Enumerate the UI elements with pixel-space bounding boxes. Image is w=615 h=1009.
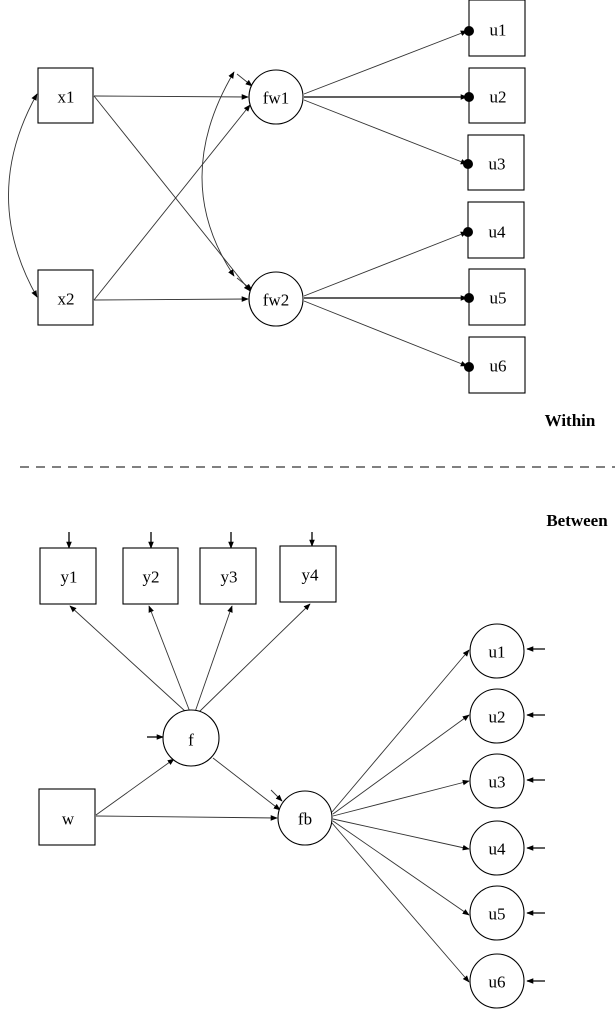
path-f-y3 [194,605,233,713]
node-label: u5 [490,289,507,308]
random-intercept-dot [463,227,473,237]
residual-fw2 [236,277,253,291]
node-between-u1: u1 [469,623,525,679]
node-label: fb [298,810,312,829]
path-x1-fw1 [93,94,249,100]
path-fb-u4 [332,818,470,851]
path-fb-u1 [331,649,470,813]
node-within-u2: u2 [464,67,526,124]
node-label: u3 [489,155,506,174]
node-within-u4: u4 [463,201,525,259]
within-label: Within [545,411,596,430]
node-label: u2 [490,88,507,107]
covariance-fw1-fw2 [201,71,235,277]
node-label: w [62,810,75,829]
path-fw2-u6 [303,300,468,367]
node-w: w [38,788,96,846]
node-within-u6: u6 [464,336,526,394]
node-label: y4 [302,566,320,585]
node-label: x2 [58,290,75,309]
path-w-f [95,758,175,816]
covariance-x1-x2 [8,93,38,298]
within-section: x1 x2 fw1 fw2 u1 u2 u3 [8,0,596,430]
path-fw1-u3 [303,99,468,165]
node-label: u2 [489,708,506,727]
node-fb: fb [277,790,333,846]
path-x2-fw2 [93,296,249,302]
path-x2-fw1 [93,104,251,301]
node-fw1: fw1 [248,69,304,125]
random-intercept-dot [464,362,474,372]
node-between-u3: u3 [469,753,525,809]
node-label: u3 [489,773,506,792]
path-fb-u5 [332,820,470,916]
path-f-y1 [69,605,187,713]
path-w-fb [95,815,278,821]
path-fb-u6 [331,822,470,983]
node-x2: x2 [37,269,94,326]
path-f-y2 [148,605,191,713]
node-between-u2: u2 [469,688,525,744]
node-label: u1 [490,21,507,40]
node-y1: y1 [39,547,97,605]
path-fb-u2 [332,714,470,815]
random-intercept-dot [463,159,473,169]
path-fw2-u4 [303,231,468,297]
node-label: y2 [143,568,160,587]
node-within-u1: u1 [464,0,526,57]
node-between-u6: u6 [469,953,525,1009]
node-label: y3 [221,568,238,587]
node-y2: y2 [122,547,179,605]
random-intercept-dot [464,26,474,36]
node-within-u5: u5 [464,268,526,326]
node-label: y1 [61,568,78,587]
node-label: u5 [489,905,506,924]
node-between-u4: u4 [469,820,525,876]
random-intercept-dot [464,293,474,303]
within-paths [8,30,468,367]
residual-fb [270,789,283,802]
node-label: f [188,731,194,750]
path-fw1-u1 [303,30,468,95]
between-section: Between [38,511,608,1009]
node-label: u4 [489,223,507,242]
node-fw2: fw2 [248,271,304,327]
node-within-u3: u3 [463,134,525,191]
path-fb-u3 [332,779,470,817]
node-label: fw1 [263,89,289,108]
between-paths [66,532,545,984]
node-x1: x1 [37,67,94,124]
node-label: fw2 [263,291,289,310]
residual-fw1 [236,73,253,87]
node-between-u5: u5 [469,885,525,941]
random-intercept-dot [464,92,474,102]
path-f-y4 [198,603,311,713]
between-label: Between [546,511,608,530]
node-label: u6 [490,357,507,376]
node-label: u1 [489,643,506,662]
node-y4: y4 [279,545,337,603]
node-f: f [162,709,220,767]
node-label: x1 [58,88,75,107]
node-label: u4 [489,840,507,859]
path-f-fb [212,757,281,811]
node-label: u6 [489,973,506,992]
node-y3: y3 [199,547,257,605]
path-x1-fw2 [93,95,251,292]
